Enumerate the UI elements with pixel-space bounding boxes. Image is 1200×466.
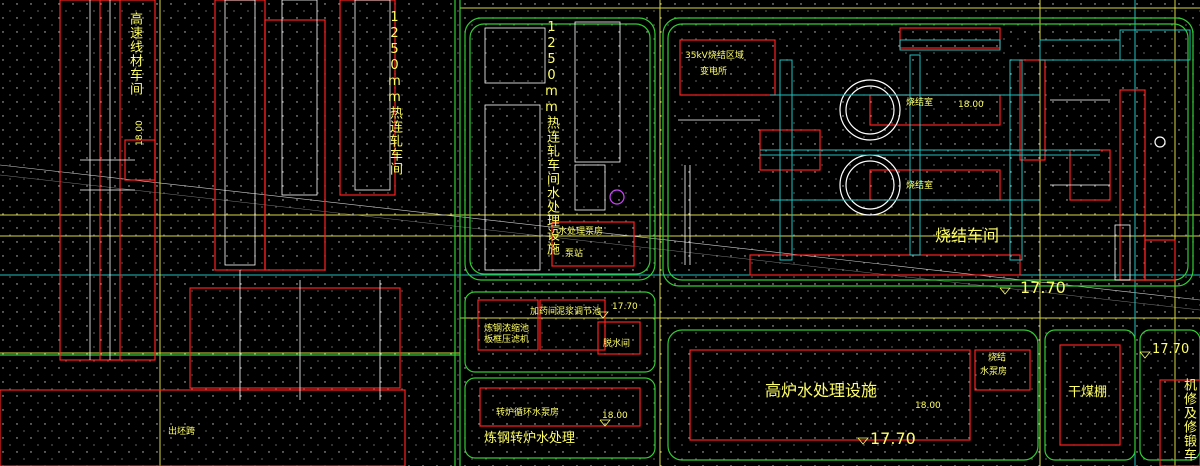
elevation-18-d: 18.00 <box>915 401 941 411</box>
sintering-room-1-label: 烧结室 <box>906 98 934 108</box>
sintering-room-2-label: 烧结室 <box>906 181 934 191</box>
converter-circ-pump-label: 转炉循环水泵房 <box>496 408 560 418</box>
elevation-18-a: 18.00 <box>958 100 984 110</box>
substation-label-line2: 变电所 <box>700 67 728 77</box>
small-box-label-1: 水处理泵房 <box>558 227 604 237</box>
white-details <box>80 0 1131 400</box>
elevation-1770-d: 17.70 <box>1152 342 1190 357</box>
steel-converter-water-label: 炼钢转炉水处理 <box>484 431 576 446</box>
sintering-pump-label-line1: 烧结 <box>988 353 1007 363</box>
circle-tanks <box>609 79 1166 216</box>
dosing-room-label: 加药间 <box>530 307 558 317</box>
cyan-conveyors <box>760 29 1191 261</box>
small-box-label-2: 泵站 <box>565 249 584 259</box>
steel-concentrator-label: 炼钢浓缩池 <box>484 324 530 334</box>
blast-furnace-water-label: 高炉水处理设施 <box>765 381 878 400</box>
elevation-1770-b: 17.70 <box>612 302 638 312</box>
sintering-pump-label-line2: 水泵房 <box>980 367 1008 377</box>
substation-label-line1: 35kV烧结区域 <box>685 51 744 61</box>
elevation-1770-a: 17.70 <box>1020 278 1066 297</box>
mud-regulation-tank-label: 泥浆调节池 <box>556 307 602 317</box>
high-speed-wire-workshop-label: 高速线材车间 <box>127 12 142 96</box>
dry-coal-shed-label: 干煤棚 <box>1068 385 1108 400</box>
elevation-markers <box>597 287 1151 445</box>
elevation-18-b: 18.00 <box>135 120 145 146</box>
elevation-18-c: 18.00 <box>602 411 628 421</box>
dewatering-room-label: 脱水间 <box>603 339 631 349</box>
billet-out-label: 出坯跨 <box>168 427 196 437</box>
elevation-1770-c: 17.70 <box>870 429 916 448</box>
filter-press-label: 板框压滤机 <box>484 335 530 345</box>
hot-rolling-water-treatment-label: 1250mm热连轧车间水处理设施 <box>544 20 559 256</box>
sintering-workshop-label: 烧结车间 <box>935 226 1000 245</box>
mech-repair-label: 机修及修锻车 <box>1181 378 1196 462</box>
hot-rolling-workshop-label: 1250mm热连轧车间 <box>387 10 402 176</box>
